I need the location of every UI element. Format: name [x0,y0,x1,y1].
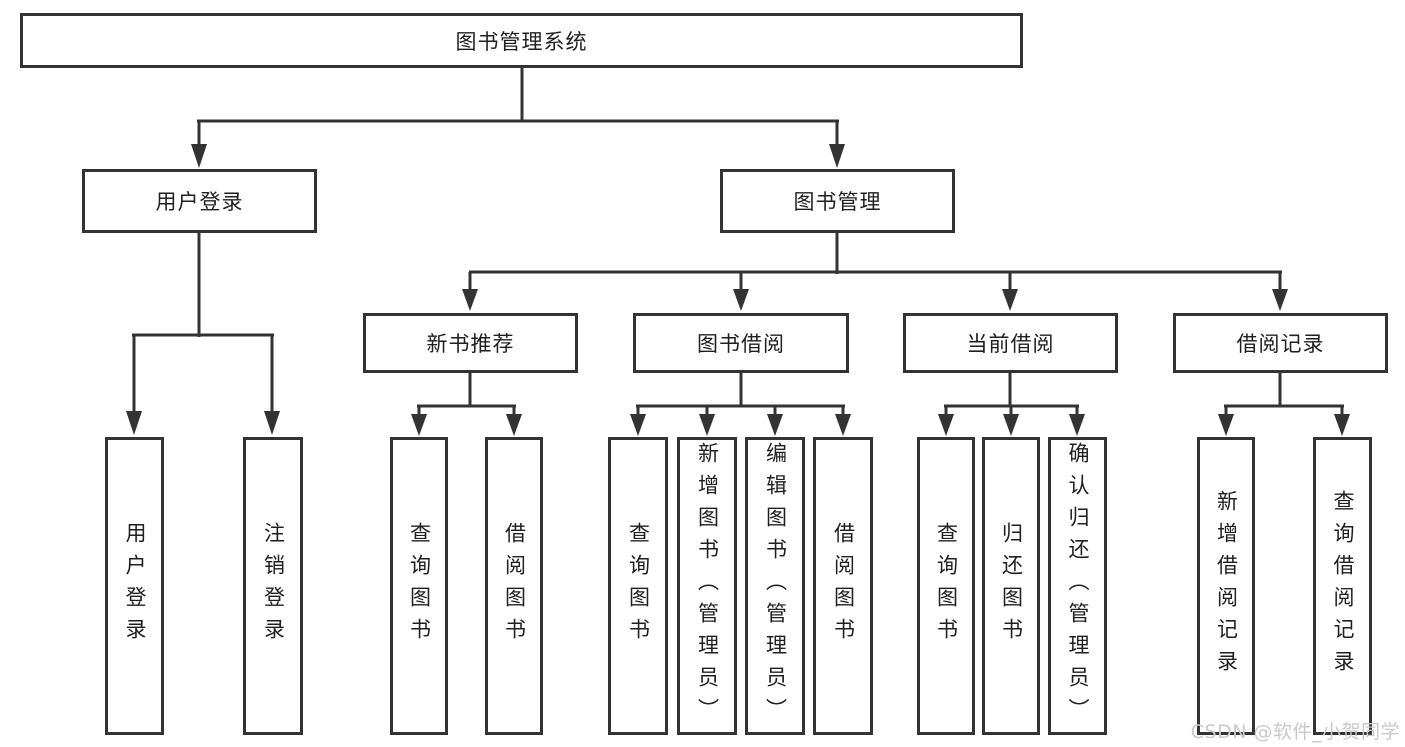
leaf-bb-query-books: 查询图书 [608,437,668,735]
leaf-user-login: 用户登录 [105,437,164,735]
node-current-borrow: 当前借阅 [903,313,1118,373]
node-borrow-records: 借阅记录 [1173,313,1388,373]
node-new-book-recommend: 新书推荐 [363,313,578,373]
leaf-cb-confirm-return-admin: 确认归还（管理员） [1048,437,1107,735]
leaf-br-query-borrow-record: 查询借阅记录 [1313,437,1372,735]
leaf-cb-query-books: 查询图书 [917,437,975,735]
leaf-nbr-borrow-books: 借阅图书 [485,437,543,735]
connector-current-borrow-children [938,371,1085,436]
leaf-bb-edit-books-admin: 编辑图书（管理员） [745,437,805,735]
connector-book-management-children [462,231,1288,311]
connector-new-book-recommend-children [411,371,522,436]
connector-book-borrow-children [630,371,851,436]
connector-root-to-level2 [191,66,845,168]
leaf-bb-borrow-books: 借阅图书 [813,437,873,735]
leaf-logout: 注销登录 [243,437,303,735]
connector-user-login-children [126,231,280,435]
node-root: 图书管理系统 [20,13,1023,68]
leaf-br-add-borrow-record: 新增借阅记录 [1197,437,1255,735]
connector-borrow-records-children [1218,371,1350,436]
node-book-management: 图书管理 [720,169,955,233]
leaf-bb-add-books-admin: 新增图书（管理员） [677,437,737,735]
node-user-login: 用户登录 [82,169,317,233]
watermark-text: CSDN @软件_小贺同学 [1190,721,1400,743]
node-book-borrow: 图书借阅 [633,313,849,373]
leaf-nbr-query-books: 查询图书 [390,437,448,735]
leaf-cb-return-books: 归还图书 [982,437,1040,735]
